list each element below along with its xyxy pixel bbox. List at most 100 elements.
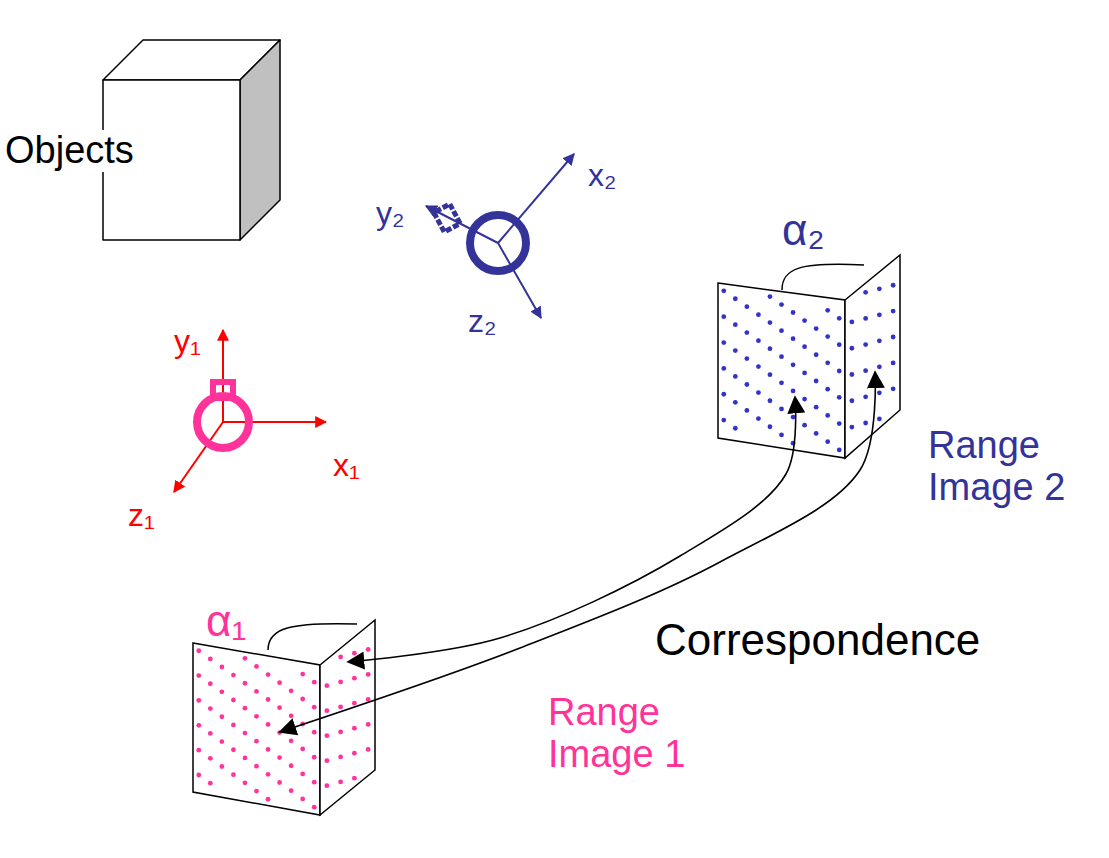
- scan-dot: [300, 672, 305, 677]
- scan-dot: [768, 346, 773, 351]
- camera-2: [426, 154, 574, 318]
- scan-dot: [312, 780, 317, 785]
- scan-dot: [266, 747, 271, 752]
- scan-dots: [196, 283, 895, 810]
- range-image: Range Image 2: [718, 255, 900, 458]
- axis-label: z₂: [468, 304, 496, 339]
- scan-dot: [338, 779, 343, 784]
- scan-dot: [300, 797, 305, 802]
- scan-dot: [849, 372, 854, 377]
- scan-dot: [254, 789, 259, 794]
- scan-dot: [849, 346, 854, 351]
- scan-dot: [208, 731, 213, 736]
- scan-dot: [802, 318, 807, 323]
- scan-dot: [208, 706, 213, 711]
- axis-label: y₁: [174, 324, 201, 359]
- scan-dot: [254, 739, 259, 744]
- scan-dot: [721, 288, 726, 293]
- scan-dot: [791, 415, 796, 420]
- scan-dot: [196, 723, 201, 728]
- camera-knob: [213, 382, 233, 398]
- cube-side: [240, 40, 280, 240]
- scan-dot: [733, 374, 738, 379]
- scan-dot: [243, 780, 248, 785]
- scan-dot: [877, 364, 882, 369]
- scan-dot: [837, 395, 842, 400]
- scan-dot: [891, 361, 896, 366]
- scan-dot: [733, 426, 738, 431]
- scan-dot: [289, 788, 294, 793]
- scan-dot: [744, 382, 749, 387]
- scan-dot: [312, 705, 317, 710]
- scan-dot: [231, 747, 236, 752]
- scan-dot: [891, 335, 896, 340]
- scan-dot: [863, 342, 868, 347]
- scan-dot: [243, 656, 248, 661]
- scan-dot: [266, 722, 271, 727]
- scan-dot: [289, 713, 294, 718]
- scan-dot: [300, 772, 305, 777]
- plane: [320, 620, 375, 815]
- object-box: Objects: [2, 80, 240, 240]
- scan-dot: [802, 344, 807, 349]
- scan-dot: [312, 730, 317, 735]
- correspondence-label: Correspondence: [655, 616, 980, 664]
- scan-dot: [300, 747, 305, 752]
- axis-label: z₁: [128, 498, 155, 533]
- scan-dot: [825, 360, 830, 365]
- scan-dot: [768, 424, 773, 429]
- scan-dot: [219, 689, 224, 694]
- scan-dot: [825, 308, 830, 313]
- scan-dot: [289, 763, 294, 768]
- scan-dot: [791, 389, 796, 394]
- scan-dot: [768, 372, 773, 377]
- scan-dot: [768, 320, 773, 325]
- axis-line: [223, 421, 326, 423]
- node-label: Objects: [2, 130, 137, 172]
- scan-dot: [802, 370, 807, 375]
- scan-dot: [791, 336, 796, 341]
- scan-dot: [366, 722, 371, 727]
- scan-dot: [837, 369, 842, 374]
- scan-dot: [277, 755, 282, 760]
- scan-dot: [254, 714, 259, 719]
- scan-dot: [744, 408, 749, 413]
- scan-dot: [266, 697, 271, 702]
- scan-dot: [324, 708, 329, 713]
- scan-dot: [366, 647, 371, 652]
- scan-dot: [243, 681, 248, 686]
- scan-dot: [312, 755, 317, 760]
- scan-dot: [254, 764, 259, 769]
- scan-dot: [219, 764, 224, 769]
- scan-dot: [352, 726, 357, 731]
- scan-dot: [849, 398, 854, 403]
- axis-line: [222, 330, 224, 422]
- scan-dot: [721, 366, 726, 371]
- scan-dot: [877, 390, 882, 395]
- scan-dot: [196, 748, 201, 753]
- scan-dot: [338, 654, 343, 659]
- scan-dot: [338, 754, 343, 759]
- scan-dot: [744, 330, 749, 335]
- camera-knob: [434, 204, 460, 232]
- scan-dot: [877, 286, 882, 291]
- scan-dot: [791, 310, 796, 315]
- scan-dot: [837, 342, 842, 347]
- scan-dot: [219, 739, 224, 744]
- scan-dot: [733, 348, 738, 353]
- scan-dot: [196, 773, 201, 778]
- scan-dot: [863, 368, 868, 373]
- scan-dot: [289, 688, 294, 693]
- scan-dot: [756, 390, 761, 395]
- scan-dot: [733, 400, 738, 405]
- axis-line: [498, 154, 574, 243]
- scan-dot: [825, 334, 830, 339]
- scan-dot: [289, 738, 294, 743]
- scan-dot: [756, 364, 761, 369]
- scan-dot: [891, 309, 896, 314]
- scan-dot: [352, 701, 357, 706]
- scan-dot: [254, 664, 259, 669]
- scan-dot: [300, 697, 305, 702]
- scan-dot: [837, 421, 842, 426]
- scan-dot: [849, 425, 854, 430]
